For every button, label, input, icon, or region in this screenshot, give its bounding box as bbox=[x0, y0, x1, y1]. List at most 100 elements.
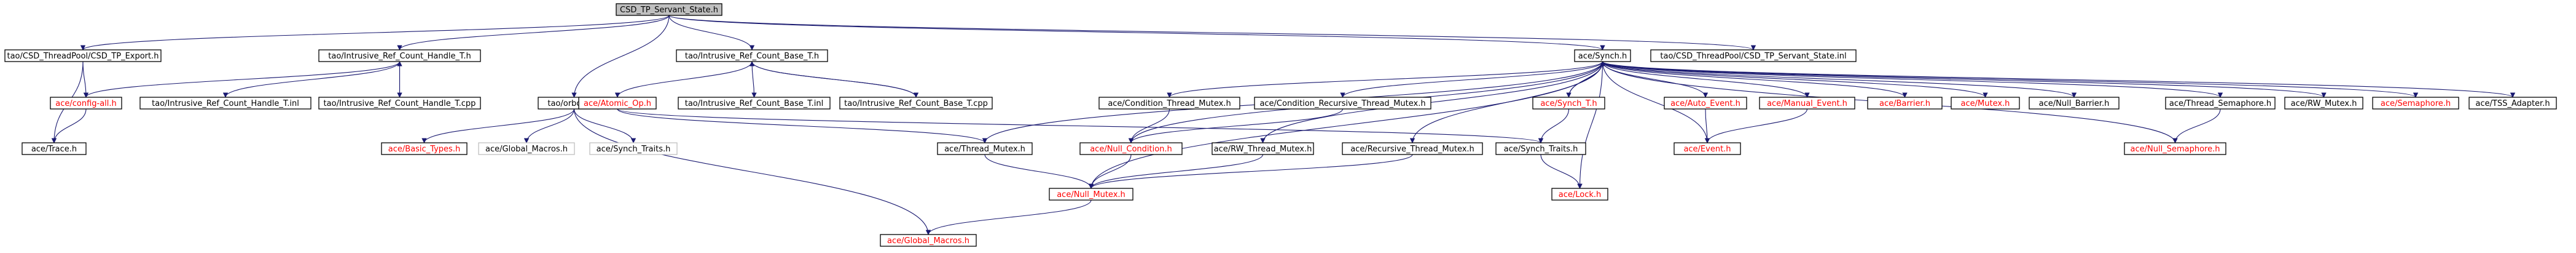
node-ace-synch-h[interactable]: ace/Synch.h bbox=[1574, 49, 1631, 62]
edge-refbase-to-atomicop bbox=[617, 61, 753, 98]
edge-orbconf-to-globalmacrosgrey bbox=[527, 108, 575, 143]
node-ace-synch-traits-h[interactable]: ace/Synch_Traits.h bbox=[589, 142, 678, 155]
node-box bbox=[1495, 142, 1586, 155]
node-ace-auto-event-h[interactable]: ace/Auto_Event.h bbox=[1664, 97, 1747, 110]
edge-synch-to-rwmutex bbox=[1602, 61, 2324, 98]
node-ace-null-semaphore-h[interactable]: ace/Null_Semaphore.h bbox=[2124, 142, 2226, 155]
node-label: ace/RW_Thread_Mutex.h bbox=[1214, 145, 1312, 154]
node-box bbox=[381, 142, 468, 155]
edge-synch-to-condrecursive bbox=[1343, 61, 1603, 98]
node-ace-lock-h[interactable]: ace/Lock.h bbox=[1551, 188, 1608, 201]
edge-synch-to-manualevent bbox=[1602, 61, 1807, 98]
edge-synch-to-nullbarrier bbox=[1602, 61, 2075, 98]
node-box bbox=[50, 97, 122, 110]
node-ace-mutex-h[interactable]: ace/Mutex.h bbox=[1951, 97, 2020, 110]
node-box bbox=[1759, 97, 1855, 110]
edge-condrecursive-to-nullcond bbox=[1131, 108, 1344, 143]
edge-synch-to-event bbox=[1602, 61, 1708, 143]
node-ace-semaphore-h[interactable]: ace/Semaphore.h bbox=[2372, 97, 2459, 110]
node-box bbox=[2124, 142, 2226, 155]
node-label: ace/Null_Condition.h bbox=[1090, 145, 1172, 154]
node-ace-config-all-h[interactable]: ace/config-all.h bbox=[50, 97, 122, 110]
node-ace-synch-t-h[interactable]: ace/Synch_T.h bbox=[1532, 97, 1605, 110]
node-ace-manual-event-h[interactable]: ace/Manual_Event.h bbox=[1759, 97, 1855, 110]
node-ace-rw-mutex-h[interactable]: ace/RW_Mutex.h bbox=[2284, 97, 2363, 110]
edge-root-to-servantinl bbox=[668, 15, 1753, 50]
node-box bbox=[839, 97, 993, 110]
edge-threadmutex-to-nullmutex bbox=[984, 154, 1091, 189]
node-box bbox=[1212, 142, 1314, 155]
node-tao-csd-threadpool-csd-tp-servant-state-inl[interactable]: tao/CSD_ThreadPool/CSD_TP_Servant_State.… bbox=[1650, 49, 1857, 62]
edge-orbconf-to-globalmacros bbox=[573, 108, 929, 235]
node-ace-null-condition-h[interactable]: ace/Null_Condition.h bbox=[1079, 142, 1183, 155]
edge-synch-to-semaphore bbox=[1602, 61, 2416, 98]
node-tao-intrusive-ref-count-base-t-h[interactable]: tao/Intrusive_Ref_Count_Base_T.h bbox=[676, 49, 828, 62]
node-box bbox=[318, 97, 481, 110]
node-ace-rw-thread-mutex-h[interactable]: ace/RW_Thread_Mutex.h bbox=[1212, 142, 1314, 155]
edge-synch-to-mutex bbox=[1602, 61, 1986, 98]
node-box bbox=[1664, 97, 1747, 110]
node-ace-synch-traits-h[interactable]: ace/Synch_Traits.h bbox=[1495, 142, 1586, 155]
node-tao-intrusive-ref-count-handle-t-inl[interactable]: tao/Intrusive_Ref_Count_Handle_T.inl bbox=[139, 97, 311, 110]
node-tao-intrusive-ref-count-handle-t-cpp[interactable]: tao/Intrusive_Ref_Count_Handle_T.cpp bbox=[318, 97, 481, 110]
node-box bbox=[1867, 97, 1943, 110]
node-box bbox=[616, 3, 722, 16]
node-tao-intrusive-ref-count-base-t-cpp[interactable]: tao/Intrusive_Ref_Count_Base_T.cpp bbox=[839, 97, 993, 110]
node-box bbox=[678, 97, 831, 110]
edge-manualevent-to-event bbox=[1707, 108, 1808, 143]
node-ace-null-mutex-h[interactable]: ace/Null_Mutex.h bbox=[1049, 188, 1133, 201]
node-ace-global-macros-h[interactable]: ace/Global_Macros.h bbox=[478, 142, 575, 155]
node-box bbox=[2284, 97, 2363, 110]
node-ace-barrier-h[interactable]: ace/Barrier.h bbox=[1867, 97, 1943, 110]
node-box bbox=[1079, 142, 1183, 155]
node-ace-atomic-op-h[interactable]: ace/Atomic_Op.h bbox=[578, 97, 657, 110]
node-ace-condition-thread-mutex-h[interactable]: ace/Condition_Thread_Mutex.h bbox=[1098, 97, 1240, 110]
node-box bbox=[318, 49, 481, 62]
node-label: ace/Semaphore.h bbox=[2381, 99, 2451, 108]
node-ace-event-h[interactable]: ace/Event.h bbox=[1674, 142, 1741, 155]
edge-root-to-refhandle bbox=[400, 15, 670, 50]
node-ace-null-barrier-h[interactable]: ace/Null_Barrier.h bbox=[2029, 97, 2120, 110]
node-ace-global-macros-h[interactable]: ace/Global_Macros.h bbox=[880, 234, 977, 247]
node-label: ace/Condition_Recursive_Thread_Mutex.h bbox=[1259, 99, 1425, 108]
node-label: tao/Intrusive_Ref_Count_Base_T.cpp bbox=[844, 99, 988, 108]
edge-condthreadmutex-to-nullcond bbox=[1131, 108, 1170, 143]
node-box bbox=[589, 142, 678, 155]
edge-synch-to-tssadapter bbox=[1602, 61, 2513, 98]
node-label: ace/Null_Barrier.h bbox=[2039, 99, 2110, 108]
node-csd-tp-servant-state-h[interactable]: CSD_TP_Servant_State.h bbox=[616, 3, 722, 16]
node-label: ace/Mutex.h bbox=[1961, 99, 2010, 108]
node-ace-thread-semaphore-h[interactable]: ace/Thread_Semaphore.h bbox=[2165, 97, 2276, 110]
node-ace-thread-mutex-h[interactable]: ace/Thread_Mutex.h bbox=[937, 142, 1033, 155]
edge-synch-to-barrier bbox=[1602, 61, 1905, 98]
node-label: ace/Synch.h bbox=[1578, 52, 1627, 61]
node-label: tao/CSD_ThreadPool/CSD_TP_Servant_State.… bbox=[1660, 52, 1846, 61]
node-label: ace/Atomic_Op.h bbox=[584, 99, 651, 108]
node-box bbox=[676, 49, 828, 62]
node-ace-basic-types-h[interactable]: ace/Basic_Types.h bbox=[381, 142, 468, 155]
node-label: tao/Intrusive_Ref_Count_Base_T.h bbox=[685, 52, 819, 61]
node-ace-recursive-thread-mutex-h[interactable]: ace/Recursive_Thread_Mutex.h bbox=[1342, 142, 1483, 155]
edge-orbconf-to-basictypes bbox=[425, 108, 575, 143]
node-label: ace/Lock.h bbox=[1559, 190, 1602, 199]
node-tao-csd-threadpool-csd-tp-export-h[interactable]: tao/CSD_ThreadPool/CSD_TP_Export.h bbox=[4, 49, 162, 62]
node-tao-intrusive-ref-count-base-t-inl[interactable]: tao/Intrusive_Ref_Count_Base_T.inl bbox=[678, 97, 831, 110]
node-ace-trace-h[interactable]: ace/Trace.h bbox=[22, 142, 87, 155]
edge-recursivemutex-to-nullmutex bbox=[1091, 154, 1413, 189]
edge-nullcond-to-nullmutex bbox=[1091, 154, 1132, 189]
node-ace-tss-adapter-h[interactable]: ace/TSS_Adapter.h bbox=[2468, 97, 2557, 110]
node-box bbox=[478, 142, 575, 155]
node-tao-intrusive-ref-count-handle-t-h[interactable]: tao/Intrusive_Ref_Count_Handle_T.h bbox=[318, 49, 481, 62]
node-label: ace/Thread_Semaphore.h bbox=[2169, 99, 2271, 108]
node-box bbox=[1574, 49, 1631, 62]
node-box bbox=[937, 142, 1033, 155]
edge-root-to-export bbox=[83, 15, 670, 50]
node-label: ace/Recursive_Thread_Mutex.h bbox=[1350, 145, 1474, 154]
edge-synch-to-condthreadmutex bbox=[1170, 61, 1603, 98]
edge-configall-to-trace bbox=[54, 108, 87, 143]
node-label: tao/Intrusive_Ref_Count_Handle_T.cpp bbox=[324, 99, 476, 108]
node-ace-condition-recursive-thread-mutex-h[interactable]: ace/Condition_Recursive_Thread_Mutex.h bbox=[1254, 97, 1431, 110]
edge-root-to-orbconf bbox=[574, 15, 670, 97]
edge-synchtraits-to-lock bbox=[1540, 154, 1580, 189]
